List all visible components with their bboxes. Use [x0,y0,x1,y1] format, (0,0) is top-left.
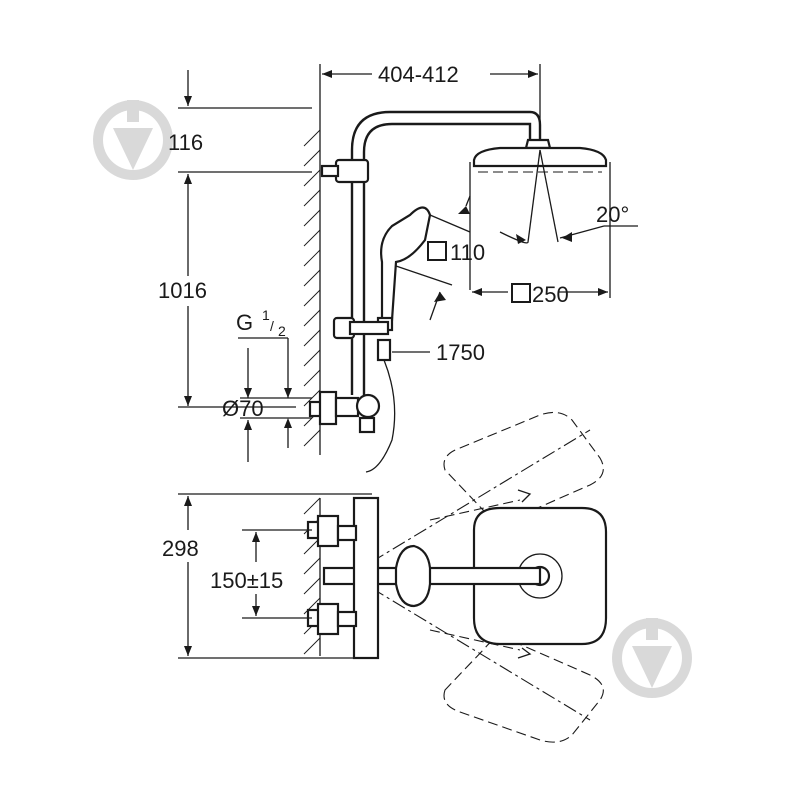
top-reach-dimension [319,64,541,140]
thread-slash: / [270,318,274,334]
top-reach-label: 404-412 [378,62,459,87]
thread-dimension [238,337,312,462]
watermark-icon [612,618,692,698]
square-size-icon [427,241,447,261]
top-offset-dimension [178,70,312,173]
shower-arm-top-view [306,496,542,660]
depth-label: 298 [162,536,199,561]
depth-dimension [178,493,372,659]
head-shower-size-label: 250 [532,282,569,307]
tilt-angle-lines [499,149,638,244]
tilt-angle-label: 20° [596,202,629,227]
height-dimension [178,174,296,408]
hand-shower-size-label: 110 [450,240,485,265]
watermark-icon [93,100,173,180]
top-offset-label: 116 [168,130,203,155]
thread-label: G 1 / 2 [236,307,286,339]
hand-shower [332,206,432,473]
inlet-spacing-label: 150±15 [210,568,283,593]
head-shower [469,138,611,298]
mixer-valve [308,390,381,434]
hose-length-label: 1750 [436,340,485,365]
thread-numerator: 1 [262,307,270,323]
inlet-spacing-dimension [242,529,312,619]
head-shower-dimension [472,288,608,296]
square-size-icon [511,283,531,303]
thread-denominator: 2 [278,323,286,339]
pipe-diameter-label: Ø70 [222,396,264,421]
height-total-label: 1016 [158,278,207,303]
wall-hatch [303,129,321,455]
hand-shower-dimension [395,195,471,321]
thread-main-text: G [236,310,253,335]
